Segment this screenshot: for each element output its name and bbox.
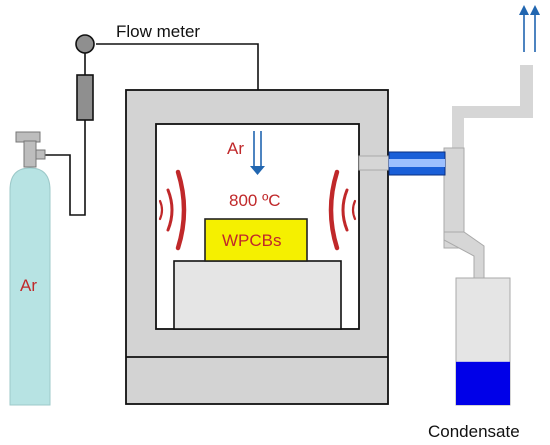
sample-box bbox=[204, 218, 308, 262]
flow-meter-gauge bbox=[75, 34, 95, 54]
heat-wave-right-icon bbox=[328, 169, 357, 251]
outlet-piping bbox=[358, 65, 533, 289]
heat-wave-left-outer bbox=[175, 169, 187, 251]
flow-meter-body bbox=[76, 74, 94, 121]
heat-wave-left-inner bbox=[158, 199, 164, 221]
heat-wave-left-icon bbox=[158, 169, 187, 251]
down-arrow-icon bbox=[250, 131, 265, 175]
gas-cylinder-icon bbox=[9, 131, 51, 406]
connector-tube-highlight bbox=[389, 159, 445, 167]
up-arrow-left-head bbox=[519, 5, 529, 15]
cylinder-label: Ar bbox=[20, 276, 37, 295]
cylinder-neck bbox=[23, 140, 37, 168]
heat-wave-right-inner bbox=[351, 199, 357, 221]
cylinder-body bbox=[9, 167, 51, 406]
cylinder-valve-outlet bbox=[35, 149, 46, 160]
temperature-label: 800 ºC bbox=[229, 191, 281, 210]
up-arrow-right-head bbox=[530, 5, 540, 15]
flow-meter-icon bbox=[75, 34, 95, 121]
down-arrow-head bbox=[250, 166, 265, 175]
heat-wave-right-outer bbox=[328, 169, 340, 251]
condensate-label: Condensate bbox=[428, 422, 520, 441]
up-arrow-icon bbox=[519, 5, 540, 52]
gas-line-cylinder-to-meter bbox=[44, 120, 86, 216]
sample-stage bbox=[173, 260, 342, 330]
gas-line-gauge-to-furnace bbox=[96, 43, 259, 90]
gas-line bbox=[44, 43, 259, 216]
outlet-pipe-to-exhaust bbox=[444, 65, 533, 158]
condensate-liquid bbox=[456, 361, 510, 405]
outlet-pipe-vertical bbox=[443, 147, 465, 249]
ar-inlet-label: Ar bbox=[227, 139, 244, 158]
connector-tube bbox=[388, 151, 446, 176]
heat-wave-right-middle bbox=[341, 188, 349, 232]
outlet-port bbox=[358, 155, 393, 171]
heat-wave-left-middle bbox=[166, 188, 174, 232]
condensate-collector bbox=[455, 277, 511, 406]
sample-label: WPCBs bbox=[222, 231, 282, 250]
flow-meter-label: Flow meter bbox=[116, 22, 200, 41]
